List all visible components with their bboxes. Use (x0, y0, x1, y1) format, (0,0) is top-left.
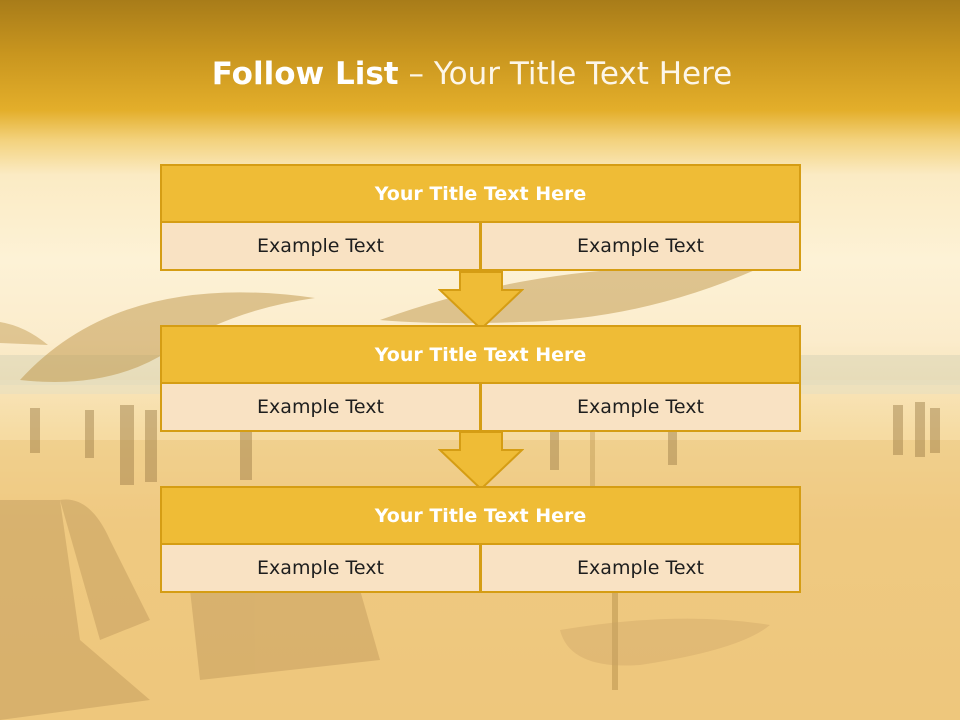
down-arrow-icon (438, 431, 524, 491)
step-block-3: Your Title Text Here Example Text Exampl… (160, 486, 801, 593)
slide-title: Follow List – Your Title Text Here (0, 56, 944, 92)
step-2-title: Your Title Text Here (160, 325, 801, 384)
step-block-2: Your Title Text Here Example Text Exampl… (160, 325, 801, 432)
step-2-right-text: Example Text (480, 382, 801, 432)
slide-title-bold: Follow List (211, 56, 399, 92)
step-2-left-text: Example Text (160, 382, 481, 432)
slide-title-rest: – Your Title Text Here (408, 56, 733, 92)
step-block-1: Your Title Text Here Example Text Exampl… (160, 164, 801, 271)
step-1-left-text: Example Text (160, 221, 481, 271)
step-3-left-text: Example Text (160, 543, 481, 593)
step-1-title: Your Title Text Here (160, 164, 801, 223)
down-arrow-icon (438, 271, 524, 331)
step-3-right-text: Example Text (480, 543, 801, 593)
step-3-title: Your Title Text Here (160, 486, 801, 545)
step-1-right-text: Example Text (480, 221, 801, 271)
